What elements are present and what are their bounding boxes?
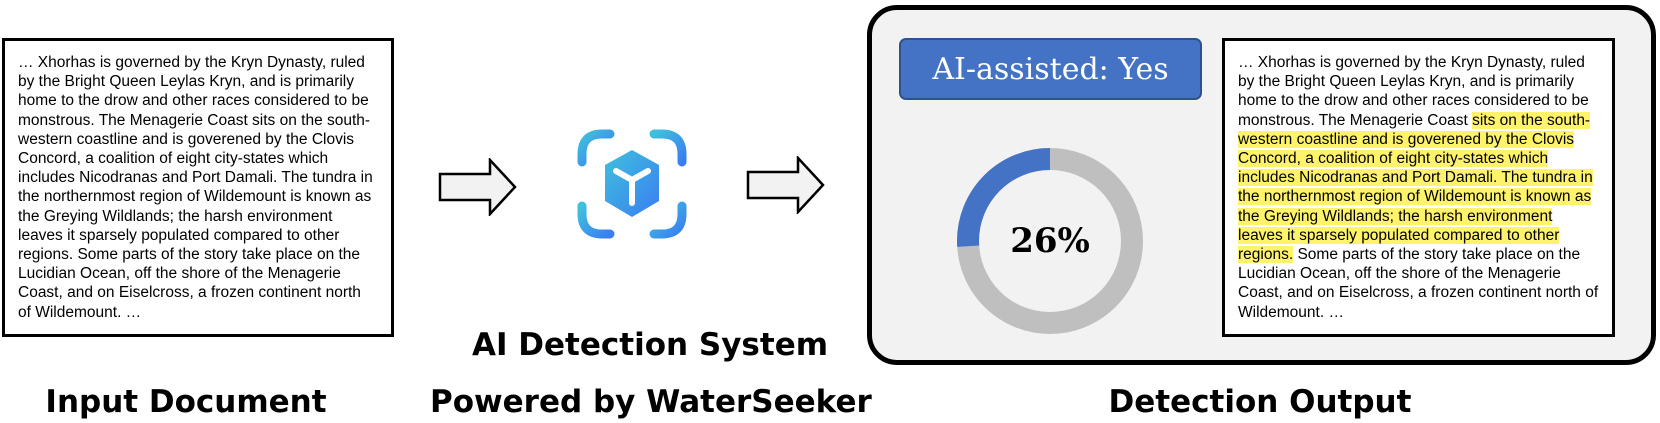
donut-fill: [957, 148, 1143, 334]
highlighted-ai-text: sits on the south-western coastline and …: [1238, 111, 1593, 264]
output-document: … Xhorhas is governed by the Kryn Dynast…: [1222, 38, 1615, 337]
right-arrow-icon: [438, 158, 517, 216]
system-caption-line1: AI Detection System: [471, 327, 829, 363]
verdict-badge: AI-assisted: Yes: [899, 38, 1202, 100]
verdict-label: AI-assisted: Yes: [932, 51, 1169, 87]
output-text-before: … Xhorhas is governed by the Kryn Dynast…: [1238, 54, 1589, 129]
score-label: 26%: [955, 146, 1145, 336]
system-caption-line2: Powered by WaterSeeker: [430, 384, 872, 420]
input-document: … Xhorhas is governed by the Kryn Dynast…: [2, 38, 394, 337]
score-value: 26%: [1010, 221, 1090, 261]
output-text-after: Some parts of the story take place on th…: [1238, 246, 1599, 321]
input-document-text: … Xhorhas is governed by the Kryn Dynast…: [18, 54, 373, 321]
score-donut-chart: [957, 148, 1143, 334]
right-arrow-icon: [746, 156, 825, 214]
detection-output-caption: Detection Output: [1108, 384, 1412, 420]
input-document-caption: Input Document: [45, 384, 327, 420]
cube-scan-icon: [577, 129, 687, 239]
